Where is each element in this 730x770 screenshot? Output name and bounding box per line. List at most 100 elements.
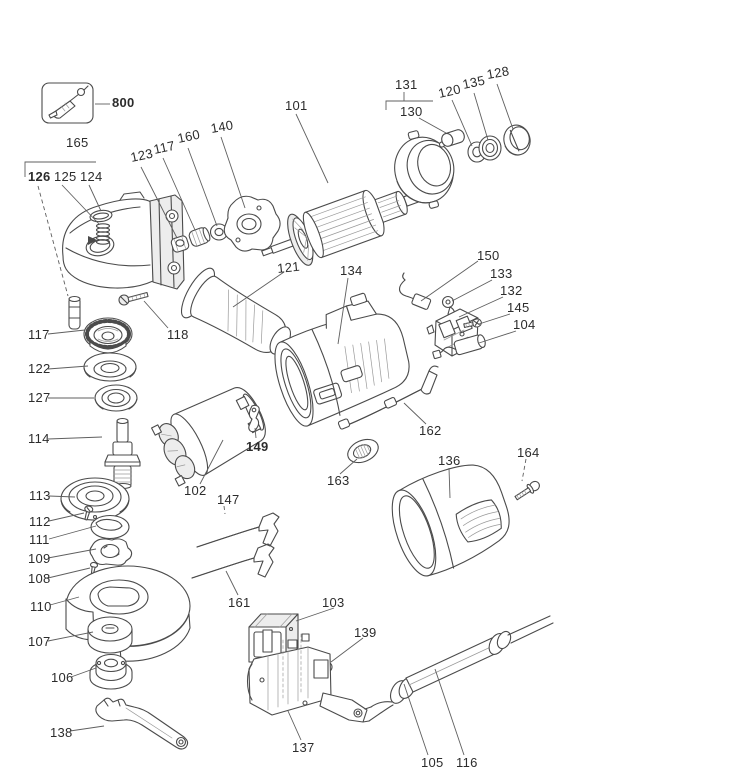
sleeve-128-drawing <box>503 124 531 156</box>
leader-122 <box>47 365 89 370</box>
leader-111 <box>48 525 97 540</box>
leader-135 <box>473 92 489 141</box>
leader-145 <box>478 313 511 325</box>
leader-114 <box>47 436 103 440</box>
leader-165 <box>24 161 96 177</box>
part-label-113: 113 <box>29 488 51 503</box>
part-label-135: 135 <box>461 72 487 92</box>
nut-123-drawing <box>170 235 190 253</box>
leader-lines <box>24 83 527 756</box>
side-handle-121-drawing <box>180 267 292 355</box>
pin-wrench-138-drawing <box>95 697 189 750</box>
cap-163-drawing <box>347 438 379 464</box>
angle-grinder-icon <box>48 85 89 119</box>
leader-164 <box>521 458 527 482</box>
part-label-101: 101 <box>285 98 308 113</box>
leader-140 <box>220 136 246 209</box>
leader-149 <box>254 427 257 439</box>
leader-125 <box>61 184 100 225</box>
switch-103-drawing <box>248 613 299 663</box>
part-label-109: 109 <box>28 551 51 566</box>
part-label-125: 125 <box>54 169 77 184</box>
part-label-165: 165 <box>66 135 89 150</box>
parts-drawings <box>41 82 554 750</box>
baffle-140-drawing <box>223 195 281 252</box>
spring-125-drawing <box>95 223 111 245</box>
screw-118-drawing <box>118 291 149 306</box>
inset-box <box>41 82 94 124</box>
leader-117t <box>162 157 196 231</box>
leader-105 <box>403 683 429 756</box>
leader-124 <box>88 184 102 212</box>
motor-housing-134-drawing <box>274 292 410 427</box>
part-label-104: 104 <box>513 317 536 332</box>
leader-163 <box>339 458 358 475</box>
part-label-133: 133 <box>490 266 513 281</box>
part-label-139: 139 <box>354 625 377 640</box>
screw-108-drawing <box>89 561 99 575</box>
leader-138 <box>69 725 105 732</box>
leader-161 <box>225 570 239 596</box>
leader-123 <box>140 166 178 239</box>
part-label-163: 163 <box>327 473 350 488</box>
part-label-134: 134 <box>340 263 363 278</box>
rear-cover-136-drawing <box>391 464 510 577</box>
leader-133 <box>451 279 493 302</box>
bearing-cover-131-drawing <box>394 130 455 209</box>
part-label-122: 122 <box>28 361 51 376</box>
clamp-nut-106-drawing <box>89 653 133 690</box>
leader-150 <box>420 260 479 302</box>
part-label-136: 136 <box>438 453 461 468</box>
part-label-130: 130 <box>400 104 423 119</box>
leader-147 <box>223 505 226 515</box>
part-label-150: 150 <box>477 248 500 263</box>
leader-126 <box>37 185 69 297</box>
screw-164-drawing <box>514 480 540 501</box>
part-label-147: 147 <box>217 492 240 507</box>
leader-137 <box>287 710 302 741</box>
leader-101 <box>295 113 329 184</box>
part-label-114: 114 <box>28 431 50 446</box>
leader-108 <box>47 567 91 579</box>
part-label-118: 118 <box>167 327 189 342</box>
part-label-106: 106 <box>51 670 74 685</box>
inner-flange-107-drawing <box>87 616 133 654</box>
part-label-162: 162 <box>419 423 442 438</box>
part-label-800: 800 <box>112 95 135 110</box>
lock-pin-126-drawing <box>68 295 81 330</box>
pin-117-top-drawing <box>188 227 211 247</box>
screw-112-drawing <box>84 505 94 521</box>
sleeve-130-drawing <box>441 129 465 147</box>
part-label-145: 145 <box>507 300 530 315</box>
part-label-117t: 117 <box>152 137 177 157</box>
part-label-105: 105 <box>421 755 444 770</box>
leader-134 <box>337 277 349 345</box>
crown-gear-drawing <box>83 317 133 354</box>
part-label-103: 103 <box>322 595 345 610</box>
part-label-164: 164 <box>517 445 540 460</box>
switch-holder-137-drawing <box>246 633 368 723</box>
flange-washer-122-drawing <box>83 352 137 382</box>
part-label-127: 127 <box>28 390 51 405</box>
leader-106 <box>70 667 97 678</box>
lock-plate-109-drawing <box>89 538 133 566</box>
part-label-160: 160 <box>176 126 202 146</box>
part-label-128: 128 <box>485 63 511 82</box>
leader-104 <box>478 330 517 344</box>
part-label-124: 124 <box>80 169 103 184</box>
part-label-110: 110 <box>30 599 52 614</box>
part-label-126: 126 <box>28 169 51 184</box>
leader-109 <box>47 548 97 559</box>
leader-131 <box>385 100 433 110</box>
ring-111-drawing <box>90 514 130 540</box>
leader-136 <box>448 467 451 499</box>
leader-110 <box>49 596 80 606</box>
part-label-137: 137 <box>292 740 315 755</box>
screw-145-drawing <box>463 318 482 328</box>
part-label-123: 123 <box>129 145 155 165</box>
leader-113 <box>48 495 76 498</box>
part-label-140: 140 <box>209 117 235 136</box>
carbon-brush-104-drawing <box>432 334 486 360</box>
